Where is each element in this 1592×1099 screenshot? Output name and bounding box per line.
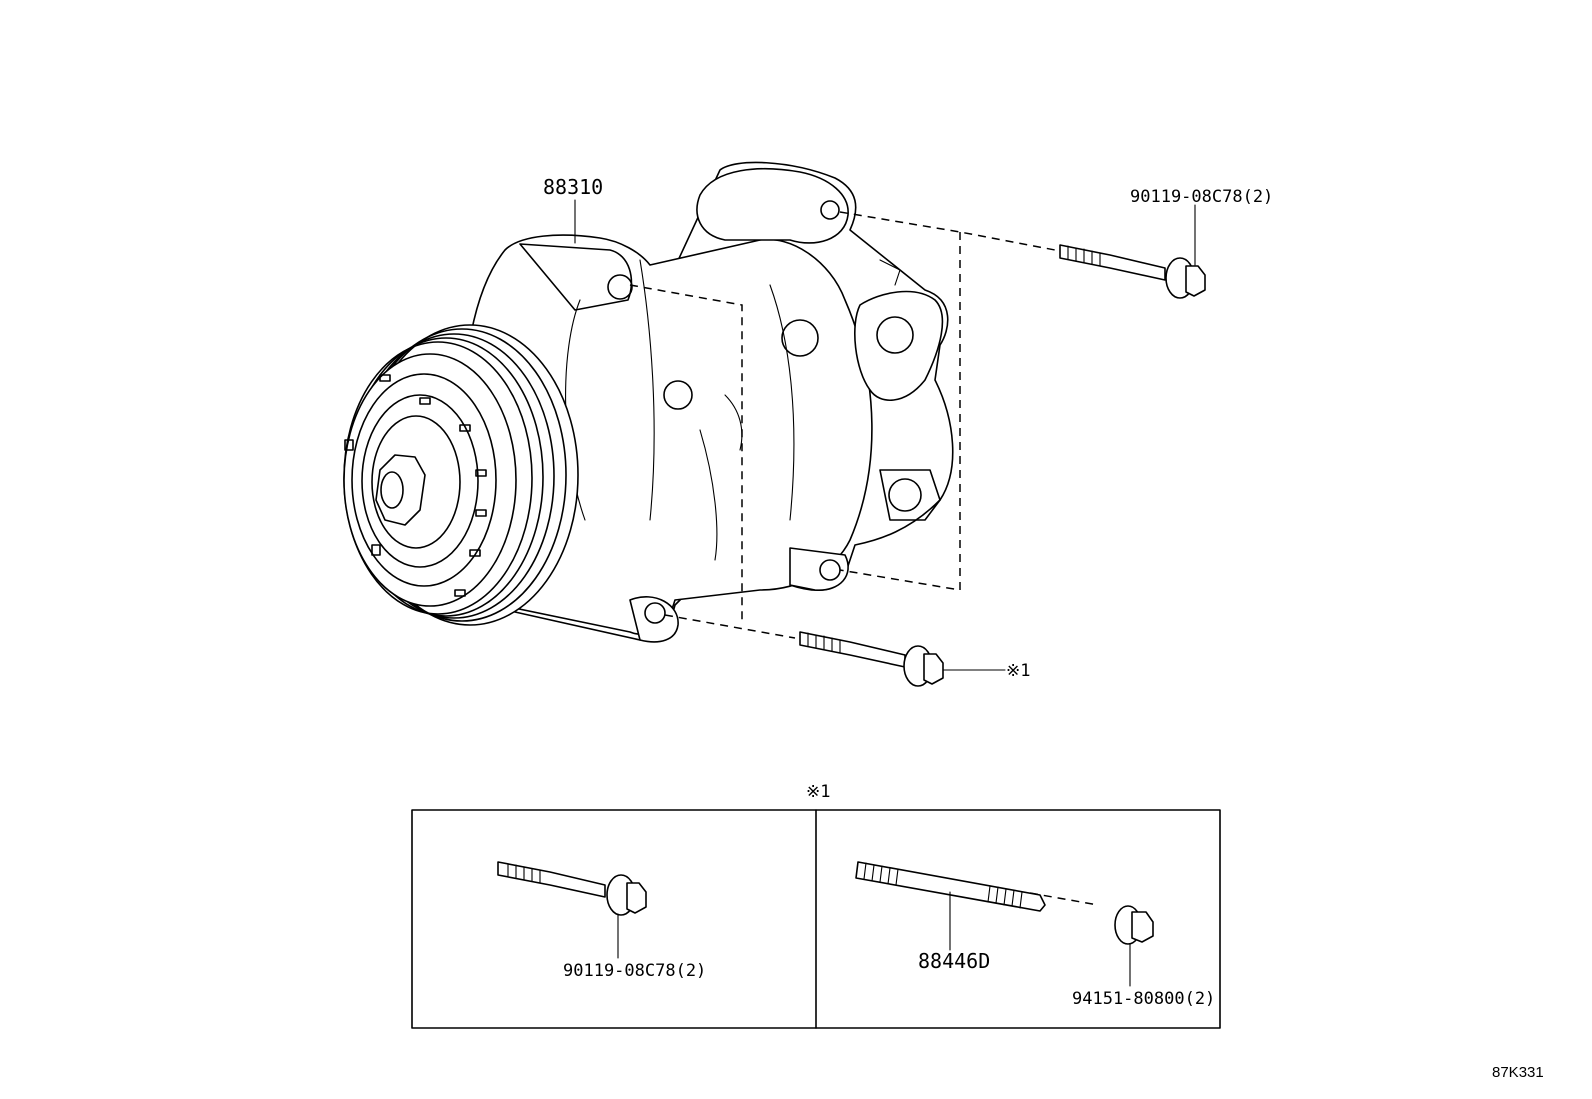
inset-stud-part-number: 88446D — [918, 949, 990, 973]
inset-box — [411, 809, 1221, 1029]
stud-icon[interactable] — [855, 861, 1046, 912]
bolt-icon[interactable] — [497, 861, 647, 916]
bolt-part-number: 90119-08C78(2) — [1130, 187, 1273, 207]
inset-bolt-part-number: 90119-08C78(2) — [563, 961, 706, 981]
compressor-icon[interactable] — [462, 161, 954, 643]
leader-lines — [574, 199, 1196, 671]
bolt-note-marker: ※1 — [1006, 661, 1030, 681]
pulley-icon[interactable] — [343, 324, 579, 626]
bolt-icon[interactable] — [799, 631, 944, 687]
bolt-icon[interactable] — [1059, 244, 1206, 299]
attachment-lines — [629, 211, 1099, 906]
inset-title: ※1 — [806, 782, 830, 802]
diagram-code: 87K331 — [1492, 1064, 1544, 1081]
compressor-part-number: 88310 — [543, 175, 603, 199]
inset-nut-part-number: 94151-80800(2) — [1072, 989, 1215, 1009]
nut-icon[interactable] — [1114, 905, 1154, 945]
